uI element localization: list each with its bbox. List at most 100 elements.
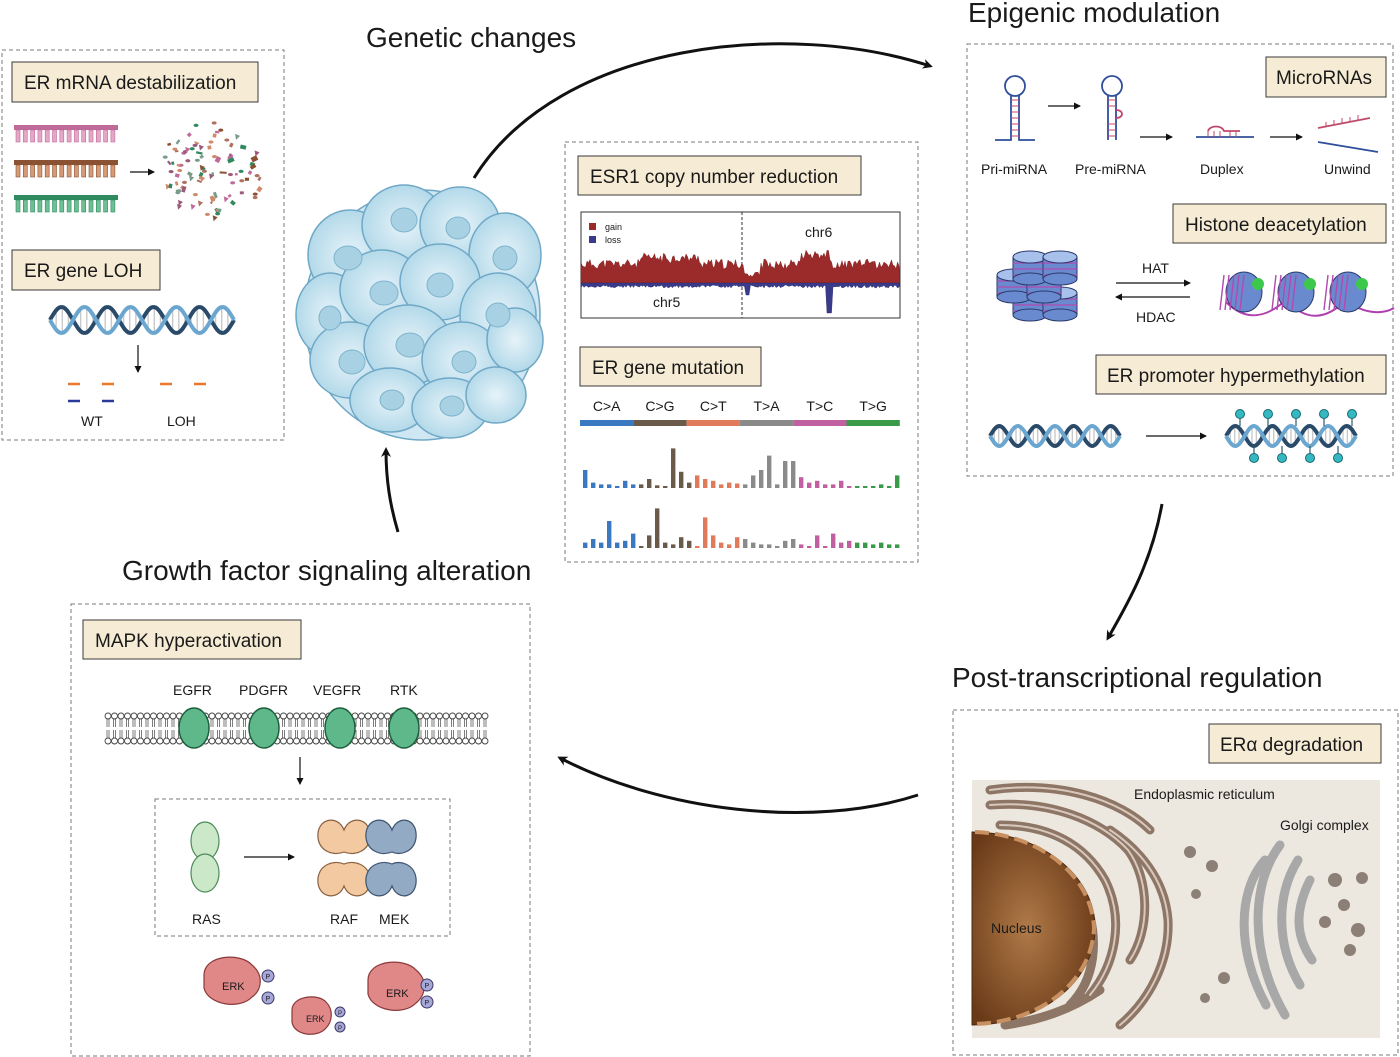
hdac-label: HDAC [1136,309,1176,325]
title-growth-factor: Growth factor signaling alteration [122,555,531,586]
mutation-title: ER gene mutation [592,358,744,379]
receptor-label-rtk: RTK [390,682,418,698]
dna-helix-icon [988,423,1122,449]
erk-label-3: ERK [386,988,409,1000]
unwind-label: Unwind [1324,161,1371,177]
esr1-title: ESR1 copy number reduction [590,167,838,188]
legend-loss: loss [605,235,622,245]
vesicles [1184,846,1368,1003]
tag-er-gene-loh [11,249,161,291]
receptor-label-pdgfr: PDGFR [239,682,288,698]
golgi-complex-icon [1239,840,1317,1020]
pre-mirna-label: Pre-miRNA [1075,161,1146,177]
phospho-label-2a: P [338,1011,342,1017]
pre-mirna-icon [1101,75,1123,140]
tag-esr1 [577,155,862,196]
mrna-strands-icon [14,125,118,213]
loss-signal [580,282,901,314]
phospho-label-2b: P [338,1026,342,1032]
erk-label-1: ERK [222,981,245,993]
loh-label: LOH [167,413,196,429]
mapk-panel-frame [70,603,531,1057]
tag-er-gene-mutation [579,346,762,387]
title-post-transcriptional: Post-transcriptional regulation [952,662,1322,693]
microrna-title: MicroRNAs [1276,68,1372,89]
allele-bars [68,382,206,403]
erk-label-2: ERK [306,1014,325,1024]
chr6-label: chr6 [805,224,832,240]
nuclear-envelope [974,830,1097,1026]
pri-mirna-label: Pri-miRNA [981,161,1048,177]
tag-mrna-destabilization [11,61,259,103]
phospho-label-3a: P [425,983,430,990]
mek-label: MEK [379,911,410,927]
duplex-label: Duplex [1200,161,1244,177]
duplex-icon [1196,125,1254,138]
wt-label: WT [81,413,103,429]
mutation-type-header: C>A C>G C>T T>A T>C T>G [580,398,900,426]
endoplasmic-reticulum-lumen [989,786,1170,1026]
phospho-label-1a: P [266,974,271,981]
loh-title: ER gene LOH [24,261,142,282]
er-label: Endoplasmic reticulum [1134,786,1275,802]
methylated-dna-icon [1224,409,1358,463]
tag-era-degradation [1208,723,1382,764]
mrna-fragments-icon [162,121,263,222]
mutation-type-label: C>A [593,398,621,414]
mutation-type-label: T>G [859,398,887,414]
arrow-growth-to-cell [381,447,400,533]
mutation-spectrum-bars [583,448,900,548]
title-epigenetic-modulation: Epigenic modulation [968,0,1220,28]
unwind-icon [1317,115,1379,153]
mutation-type-label: T>A [754,398,781,414]
tag-micrornas [1265,56,1387,98]
chr5-label: chr5 [653,294,680,310]
mutation-type-label: C>T [700,398,727,414]
cell-membrane-icon [104,712,489,745]
mapk-title: MAPK hyperactivation [95,631,282,652]
arrow-genetic-to-epigenetic [472,42,933,179]
receptors [178,707,420,749]
left-panel-frame [1,49,285,441]
erk-molecule [291,996,346,1035]
mutation-type-label: C>G [645,398,674,414]
condensed-chromatin-icon [996,250,1078,322]
receptor-label-vegfr: VEGFR [313,682,361,698]
legend-gain: gain [605,222,622,232]
golgi-label: Golgi complex [1280,817,1369,833]
mrna-title: ER mRNA destabilization [24,73,236,94]
loss-swatch [589,236,596,243]
tag-mapk-hyperactivation [82,619,302,660]
raf-icon [317,819,371,897]
pri-mirna-icon [995,75,1035,141]
ras-raf-mek-box [154,798,451,937]
mek-icon [365,819,417,897]
dna-helix-icon [48,305,236,335]
degradation-title: ERα degradation [1220,735,1363,756]
title-genetic-changes: Genetic changes [366,22,576,53]
ras-label: RAS [192,911,221,927]
epigenetic-panel-frame [966,43,1394,477]
gain-swatch [589,223,596,230]
degradation-panel-frame [952,709,1399,1056]
phospho-label-3b: P [425,1000,430,1007]
ras-icon [190,821,220,893]
promoter-title: ER promoter hypermethylation [1107,366,1365,387]
tag-histone-deacetylation [1172,203,1387,244]
open-chromatin-icon [1219,271,1395,317]
erk-molecule [367,961,434,1011]
mutation-type-label: T>C [806,398,833,414]
center-panel-frame [564,141,919,563]
tumor-cell-cluster [295,184,544,441]
arrow-epigenetic-to-post [1106,503,1164,641]
tag-promoter-hypermethylation [1095,354,1387,395]
hat-label: HAT [1142,260,1169,276]
phospho-label-1b: P [266,996,271,1003]
receptor-label-egfr: EGFR [173,682,212,698]
gain-signal [580,249,901,284]
histone-title: Histone deacetylation [1185,215,1367,236]
raf-label: RAF [330,911,358,927]
nucleus-label: Nucleus [991,920,1042,936]
erk-molecule [203,956,275,1005]
